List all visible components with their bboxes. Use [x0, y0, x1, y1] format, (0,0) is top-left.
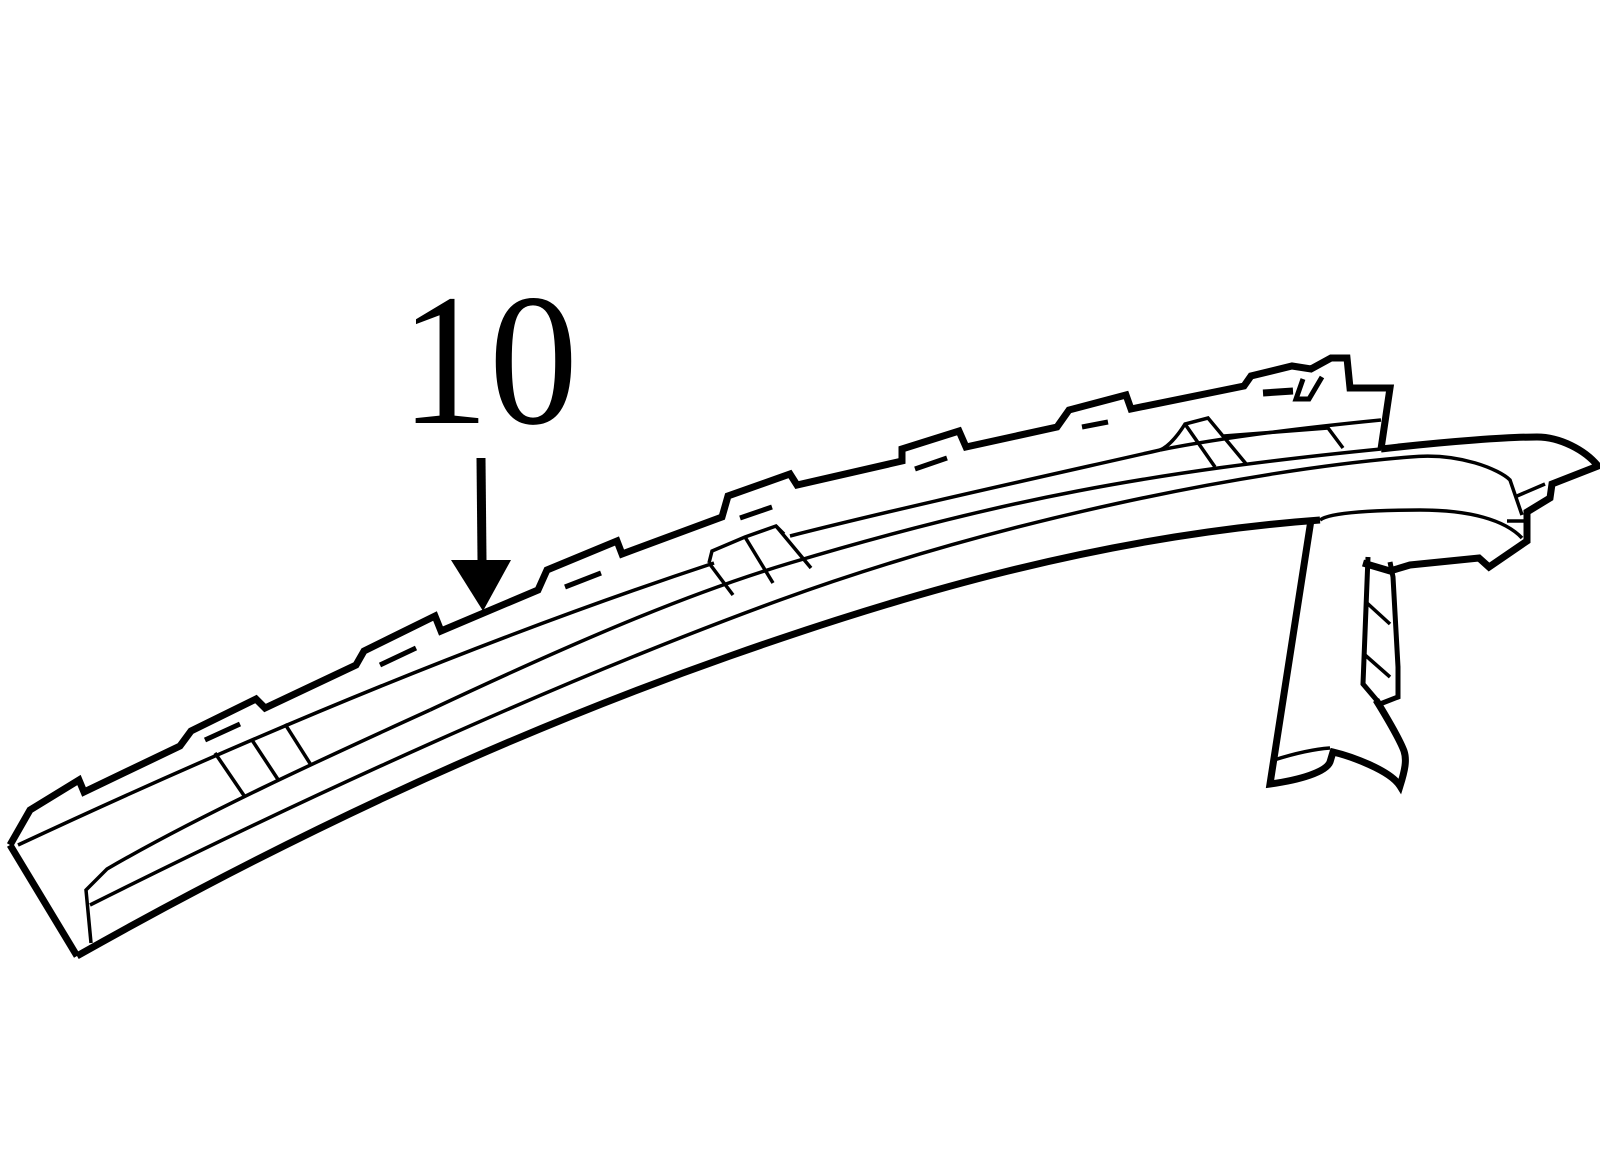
leg-foot-line [1273, 746, 1331, 762]
left-inner-cap [84, 708, 431, 944]
inner-line-4 [789, 448, 1161, 538]
right-hook-detail [1507, 482, 1546, 523]
mounting-leg [1265, 519, 1409, 795]
right-hook-inner [1318, 508, 1524, 540]
strip-body [6, 354, 1600, 960]
top-notch-dash [1262, 387, 1294, 397]
inner-line-3 [429, 447, 1382, 712]
lower-edge [75, 516, 1321, 960]
inner-line-2 [89, 454, 1524, 907]
reference-numeral-10: 10 [400, 255, 578, 464]
rib-block-middle [707, 523, 813, 597]
top-notch [1292, 375, 1325, 402]
clip-rib-2 [1363, 653, 1392, 679]
upper-stepped-edge [6, 354, 1395, 847]
leader-arrow-icon [451, 457, 511, 611]
rib-block-left [213, 723, 313, 798]
leg-inner-clip [1360, 556, 1401, 707]
inner-line-1 [17, 561, 715, 847]
leg-outer [1265, 519, 1409, 795]
top-dashes [203, 419, 1109, 743]
rib-block-right [1159, 416, 1345, 469]
left-end-cap [7, 843, 80, 958]
top-rail [1362, 433, 1600, 575]
clip-rib-1 [1365, 601, 1392, 626]
